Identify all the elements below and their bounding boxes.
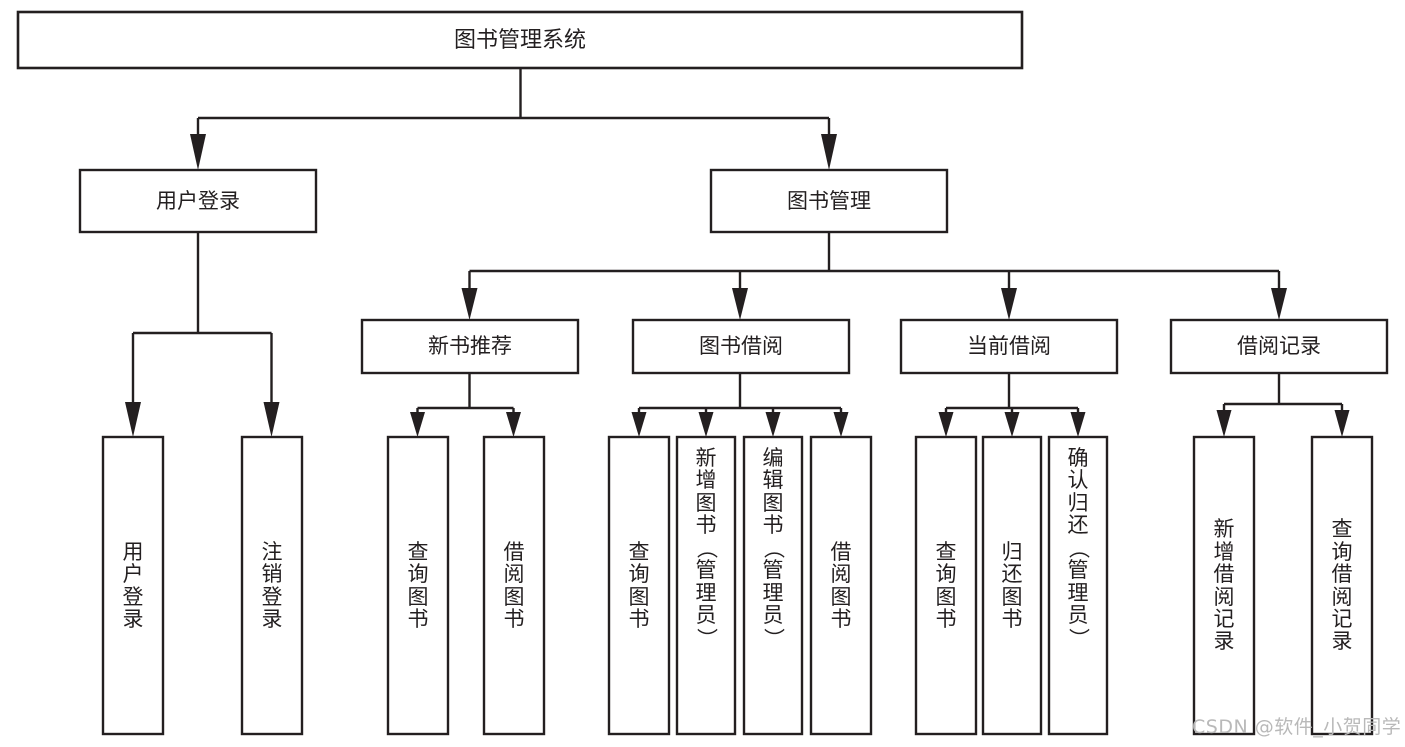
arrow-leaf-query-book-3 bbox=[938, 412, 954, 437]
node-root-label: 图书管理系统 bbox=[454, 28, 586, 53]
arrow-leaf-edit-book bbox=[765, 412, 781, 437]
arrow-book-manage bbox=[821, 134, 837, 170]
node-new-book-rec-box[interactable] bbox=[360, 318, 580, 375]
node-leaf-borrow-book-2-box[interactable] bbox=[809, 435, 873, 736]
arrow-leaf-borrow-book-2 bbox=[833, 412, 849, 437]
arrow-current-borrow bbox=[1001, 288, 1017, 320]
arrow-leaf-user-logout bbox=[263, 402, 280, 437]
arrow-leaf-return-book bbox=[1004, 412, 1020, 437]
arrow-leaf-user-login bbox=[125, 402, 141, 437]
node-leaf-user-logout-box[interactable] bbox=[240, 435, 304, 736]
node-borrow-record-box[interactable] bbox=[1169, 318, 1389, 375]
node-leaf-add-book-box[interactable] bbox=[675, 435, 737, 736]
node-book-borrow-box[interactable] bbox=[631, 318, 851, 375]
node-leaf-confirm-return-box[interactable] bbox=[1047, 435, 1109, 736]
node-borrow-record-label: 借阅记录 bbox=[1237, 334, 1321, 358]
node-user-login-label: 用户登录 bbox=[156, 189, 240, 213]
node-leaf-user-login-box[interactable] bbox=[101, 435, 165, 736]
node-current-borrow-label: 当前借阅 bbox=[967, 334, 1051, 358]
arrow-new-book-rec bbox=[461, 288, 478, 320]
arrow-user-login bbox=[190, 134, 206, 170]
arrow-leaf-confirm-return bbox=[1070, 412, 1086, 437]
node-book-borrow[interactable]: 图书借阅 bbox=[631, 318, 851, 375]
node-book-borrow-label: 图书借阅 bbox=[699, 334, 783, 358]
node-leaf-query-record-box[interactable] bbox=[1310, 435, 1374, 736]
arrow-leaf-query-record bbox=[1334, 410, 1350, 437]
node-new-book-rec[interactable]: 新书推荐 bbox=[360, 318, 580, 375]
arrow-leaf-query-book-1 bbox=[410, 412, 425, 437]
node-leaf-return-book-box[interactable] bbox=[981, 435, 1043, 736]
connectors bbox=[125, 68, 1350, 437]
node-user-login[interactable]: 用户登录 bbox=[78, 168, 318, 234]
node-book-manage-label: 图书管理 bbox=[787, 189, 871, 213]
node-book-manage-box[interactable] bbox=[709, 168, 949, 234]
node-book-manage[interactable]: 图书管理 bbox=[709, 168, 949, 234]
node-user-login-box[interactable] bbox=[78, 168, 318, 234]
node-leaf-query-book-2-box[interactable] bbox=[607, 435, 671, 736]
arrow-leaf-borrow-book-1 bbox=[506, 412, 521, 437]
node-leaf-query-book-3-box[interactable] bbox=[914, 435, 978, 736]
arrow-borrow-record bbox=[1271, 288, 1287, 320]
node-leaf-query-book-1-box[interactable] bbox=[386, 435, 450, 736]
node-leaf-borrow-book-1-box[interactable] bbox=[482, 435, 546, 736]
node-root-box[interactable] bbox=[16, 10, 1024, 70]
arrow-book-borrow bbox=[732, 288, 748, 320]
node-root[interactable]: 图书管理系统 bbox=[16, 10, 1024, 70]
node-leaf-edit-book-box[interactable] bbox=[742, 435, 804, 736]
node-current-borrow-box[interactable] bbox=[899, 318, 1119, 375]
arrow-leaf-query-book-2 bbox=[631, 412, 647, 437]
arrow-leaf-add-book bbox=[698, 412, 714, 437]
node-new-book-rec-label: 新书推荐 bbox=[428, 334, 512, 358]
node-leaf-add-record-box[interactable] bbox=[1192, 435, 1256, 736]
arrow-leaf-add-record bbox=[1216, 410, 1232, 437]
leaf-boxes[interactable] bbox=[101, 435, 1374, 736]
node-current-borrow[interactable]: 当前借阅 bbox=[899, 318, 1119, 375]
node-borrow-record[interactable]: 借阅记录 bbox=[1169, 318, 1389, 375]
